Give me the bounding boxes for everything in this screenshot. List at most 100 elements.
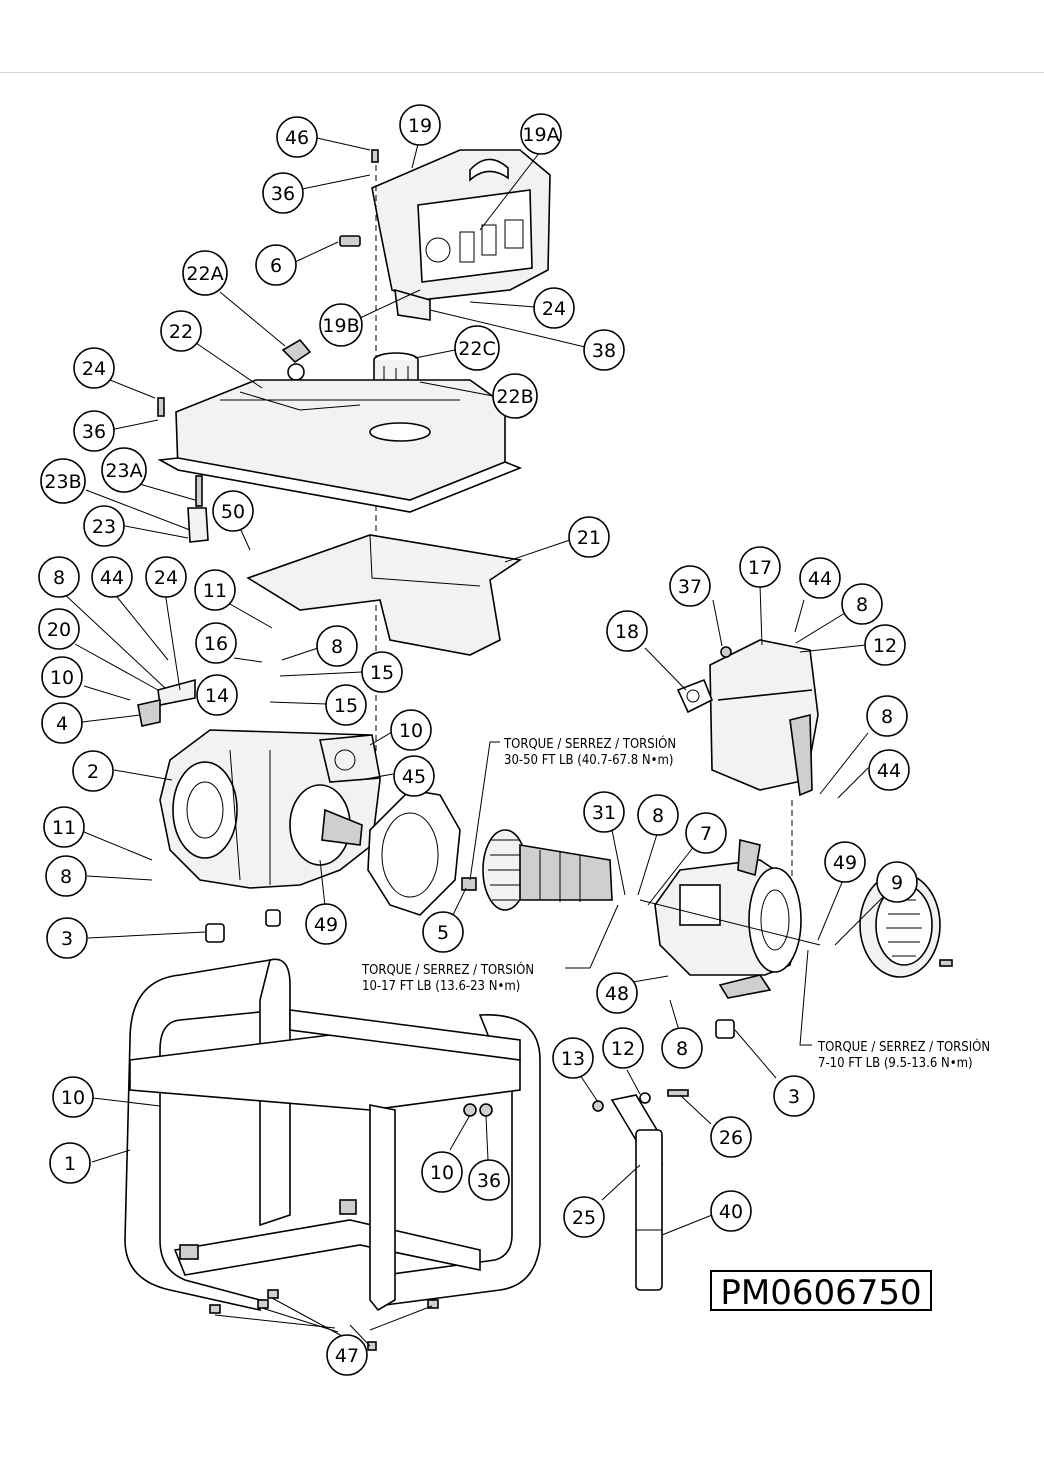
callout-44: 44 bbox=[868, 749, 910, 791]
callout-7: 7 bbox=[685, 812, 727, 854]
torque-note-rotor-line1: TORQUE / SERREZ / TORSIÓN bbox=[361, 962, 534, 978]
svg-text:10: 10 bbox=[50, 667, 74, 689]
callout-36: 36 bbox=[262, 172, 304, 214]
fuel-gauge bbox=[281, 338, 312, 381]
svg-text:24: 24 bbox=[154, 567, 178, 589]
callout-40: 40 bbox=[710, 1190, 752, 1232]
callout-23a: 23A bbox=[101, 447, 147, 493]
svg-text:3: 3 bbox=[61, 928, 73, 950]
callout-47: 47 bbox=[326, 1334, 368, 1376]
callout-19b: 19B bbox=[319, 303, 363, 347]
svg-text:23A: 23A bbox=[105, 460, 142, 482]
callout-44: 44 bbox=[91, 556, 133, 598]
callout-44: 44 bbox=[799, 557, 841, 599]
svg-text:20: 20 bbox=[47, 619, 71, 641]
svg-text:40: 40 bbox=[719, 1201, 743, 1223]
callout-14: 14 bbox=[196, 674, 238, 716]
svg-text:31: 31 bbox=[592, 802, 616, 824]
callout-8: 8 bbox=[841, 583, 883, 625]
svg-text:50: 50 bbox=[221, 501, 245, 523]
leader-lines bbox=[59, 137, 885, 1347]
callout-19a: 19A bbox=[520, 113, 562, 155]
engine-mount-right bbox=[265, 909, 281, 927]
callout-22a: 22A bbox=[182, 250, 228, 296]
callout-15: 15 bbox=[325, 684, 367, 726]
model-number-box: PM0606750 bbox=[710, 1270, 932, 1313]
torque-note-stator-line1: TORQUE / SERREZ / TORSIÓN bbox=[817, 1039, 990, 1055]
svg-text:47: 47 bbox=[335, 1345, 359, 1367]
callout-4: 4 bbox=[41, 702, 83, 744]
callout-15: 15 bbox=[361, 651, 403, 693]
svg-text:22: 22 bbox=[169, 321, 193, 343]
svg-text:18: 18 bbox=[615, 621, 639, 643]
svg-text:49: 49 bbox=[314, 914, 338, 936]
svg-text:46: 46 bbox=[285, 127, 309, 149]
callout-3: 3 bbox=[46, 917, 88, 959]
frame bbox=[124, 958, 541, 1312]
fuel-tank bbox=[157, 379, 523, 513]
svg-text:19B: 19B bbox=[322, 315, 359, 337]
svg-text:19: 19 bbox=[408, 115, 432, 137]
callout-1: 1 bbox=[49, 1142, 91, 1184]
svg-text:45: 45 bbox=[402, 766, 426, 788]
svg-text:1: 1 bbox=[64, 1153, 76, 1175]
callout-10: 10 bbox=[421, 1151, 463, 1193]
svg-text:14: 14 bbox=[205, 685, 229, 707]
svg-text:22B: 22B bbox=[496, 386, 533, 408]
callout-11: 11 bbox=[43, 806, 85, 848]
model-number: PM0606750 bbox=[720, 1273, 921, 1313]
svg-text:8: 8 bbox=[652, 805, 664, 827]
svg-text:11: 11 bbox=[52, 817, 76, 839]
svg-text:36: 36 bbox=[82, 421, 106, 443]
callout-8: 8 bbox=[866, 695, 908, 737]
callout-10: 10 bbox=[52, 1076, 94, 1118]
bolt-46 bbox=[371, 149, 379, 163]
svg-text:8: 8 bbox=[676, 1038, 688, 1060]
svg-text:21: 21 bbox=[577, 527, 601, 549]
callout-37: 37 bbox=[669, 565, 711, 607]
callout-46: 46 bbox=[276, 116, 318, 158]
callout-16: 16 bbox=[195, 622, 237, 664]
svg-text:22C: 22C bbox=[458, 338, 495, 360]
svg-text:11: 11 bbox=[203, 580, 227, 602]
svg-text:16: 16 bbox=[204, 633, 228, 655]
callout-24: 24 bbox=[73, 347, 115, 389]
callout-2: 2 bbox=[72, 750, 114, 792]
torque-note-engine-line2: 30-50 FT LB (40.7-67.8 N•m) bbox=[504, 753, 673, 768]
callout-12: 12 bbox=[602, 1027, 644, 1069]
callout-12: 12 bbox=[864, 624, 906, 666]
bracket-20 bbox=[157, 678, 196, 706]
adapter-housing bbox=[367, 789, 461, 916]
engine-mount-left bbox=[205, 923, 225, 943]
svg-text:26: 26 bbox=[719, 1127, 743, 1149]
svg-text:3: 3 bbox=[788, 1086, 800, 1108]
callout-25: 25 bbox=[563, 1196, 605, 1238]
svg-text:15: 15 bbox=[370, 662, 394, 684]
callout-11: 11 bbox=[194, 569, 236, 611]
callout-49: 49 bbox=[824, 841, 866, 883]
callout-48: 48 bbox=[596, 972, 638, 1014]
svg-text:19A: 19A bbox=[522, 124, 559, 146]
svg-text:44: 44 bbox=[808, 568, 832, 590]
callout-13: 13 bbox=[552, 1037, 594, 1079]
svg-text:17: 17 bbox=[748, 557, 772, 579]
svg-text:49: 49 bbox=[833, 852, 857, 874]
muffler-assembly bbox=[676, 639, 819, 797]
control-panel-housing bbox=[371, 149, 551, 321]
callout-10: 10 bbox=[41, 656, 83, 698]
svg-text:36: 36 bbox=[271, 183, 295, 205]
callout-10: 10 bbox=[390, 709, 432, 751]
svg-text:8: 8 bbox=[53, 567, 65, 589]
fuel-valve bbox=[187, 475, 209, 543]
callout-24: 24 bbox=[145, 556, 187, 598]
svg-text:8: 8 bbox=[881, 706, 893, 728]
torque-note-rotor-line2: 10-17 FT LB (13.6-23 N•m) bbox=[362, 979, 520, 994]
svg-text:9: 9 bbox=[891, 872, 903, 894]
callout-17: 17 bbox=[739, 546, 781, 588]
callout-31: 31 bbox=[583, 791, 625, 833]
svg-text:24: 24 bbox=[82, 358, 106, 380]
svg-text:4: 4 bbox=[56, 713, 68, 735]
torque-note-stator-line2: 7-10 FT LB (9.5-13.6 N•m) bbox=[818, 1056, 973, 1071]
alternator-stator bbox=[639, 838, 821, 999]
